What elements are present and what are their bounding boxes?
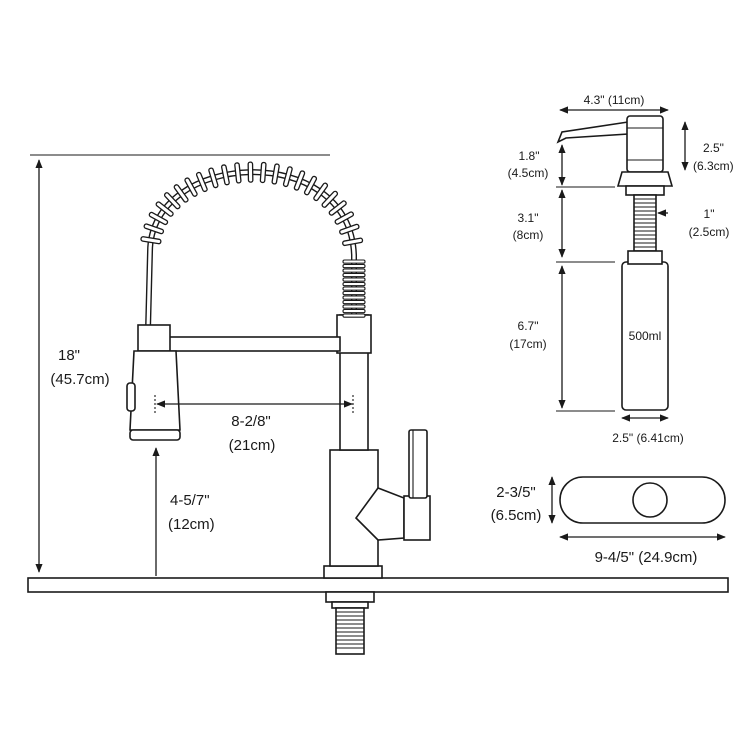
spring-coil bbox=[342, 295, 366, 300]
spring-coil bbox=[303, 175, 318, 196]
soap-dispenser bbox=[556, 115, 674, 411]
spring-coil bbox=[328, 200, 347, 216]
spring-coil bbox=[342, 286, 366, 291]
dispenser-bottle-capacity: 500ml bbox=[629, 329, 662, 343]
spring-coil bbox=[234, 162, 242, 184]
faucet-height-cm: (45.7cm) bbox=[50, 371, 109, 388]
deck-plate-length: 9-4/5" (24.9cm) bbox=[595, 549, 698, 566]
dispenser-nozzle bbox=[556, 121, 629, 144]
spout-height-in: 4-5/7" bbox=[170, 492, 210, 509]
spring-coil bbox=[342, 237, 364, 247]
countertop bbox=[27, 577, 729, 593]
dispenser-shank-dia-in: 1" bbox=[704, 207, 715, 221]
spring-coil bbox=[342, 290, 366, 296]
dispenser-head bbox=[626, 115, 664, 173]
spring-coil bbox=[163, 192, 181, 210]
dispenser-bottle-length-in: 6.7" bbox=[518, 319, 539, 333]
faucet-height-in: 18" bbox=[58, 347, 80, 364]
spring-coil bbox=[342, 304, 366, 309]
dispenser-dimensions bbox=[556, 106, 689, 422]
deck-plate-dimensions bbox=[548, 476, 726, 541]
spring-coil bbox=[221, 164, 230, 186]
dispenser-shank-dia-cm: (2.5cm) bbox=[689, 225, 730, 239]
spring-coil bbox=[208, 167, 219, 189]
dispenser-shank-length-in: 3.1" bbox=[518, 211, 539, 225]
spring-coil bbox=[195, 171, 208, 193]
reach-in: 8-2/8" bbox=[231, 413, 271, 430]
faucet-base bbox=[323, 565, 383, 579]
spring-coil bbox=[173, 184, 189, 203]
dispenser-pump-height-in: 1.8" bbox=[519, 149, 540, 163]
spring-coil bbox=[342, 281, 366, 287]
spring-coil bbox=[293, 170, 306, 191]
spring-coil bbox=[342, 299, 366, 305]
dispenser-pump-height-cm: (4.5cm) bbox=[508, 166, 549, 180]
spring-coil bbox=[342, 259, 366, 264]
deck-plate-depth-in: 2-3/5" bbox=[496, 484, 536, 501]
support-bar bbox=[167, 336, 341, 352]
spring-coil bbox=[184, 177, 198, 197]
spring-coil bbox=[342, 313, 366, 318]
spring-coil bbox=[342, 308, 366, 314]
spring-coil bbox=[271, 163, 280, 185]
dispenser-head-height-cm: (6.3cm) bbox=[693, 159, 734, 173]
faucet-handle bbox=[354, 429, 431, 541]
spring-coil bbox=[247, 161, 254, 183]
deck-plate-depth-cm: (6.5cm) bbox=[491, 507, 542, 524]
spring-coil bbox=[342, 268, 366, 273]
faucet-shank bbox=[325, 591, 375, 655]
dispenser-spout-width: 4.3" (11cm) bbox=[584, 93, 645, 107]
spring-coil bbox=[313, 182, 329, 202]
spring-coil bbox=[342, 277, 366, 282]
dispenser-head-height-in: 2.5" bbox=[703, 141, 724, 155]
spring-coil bbox=[342, 263, 366, 269]
spring-coil bbox=[282, 166, 293, 188]
deck-plate bbox=[559, 476, 726, 524]
faucet-drawing bbox=[27, 161, 729, 655]
spring-coil bbox=[148, 211, 169, 226]
spring-coil bbox=[143, 223, 165, 235]
spring-coil bbox=[321, 190, 339, 208]
dispenser-bottle-length-cm: (17cm) bbox=[509, 337, 546, 351]
spring-coil bbox=[339, 223, 360, 235]
dispenser-bottle-width: 2.5" (6.41cm) bbox=[612, 431, 684, 445]
spring-coil bbox=[140, 236, 162, 245]
faucet-dimensions bbox=[30, 154, 354, 576]
spout-height-cm: (12cm) bbox=[168, 516, 215, 533]
spring-coil bbox=[334, 211, 355, 225]
spring-coil bbox=[155, 201, 174, 217]
spray-head bbox=[126, 324, 181, 441]
spring-coils bbox=[140, 161, 366, 318]
reach-cm: (21cm) bbox=[229, 437, 276, 454]
spring-coil bbox=[259, 161, 267, 184]
dispenser-shank-length-cm: (8cm) bbox=[513, 228, 544, 242]
spring-coil bbox=[342, 272, 366, 278]
